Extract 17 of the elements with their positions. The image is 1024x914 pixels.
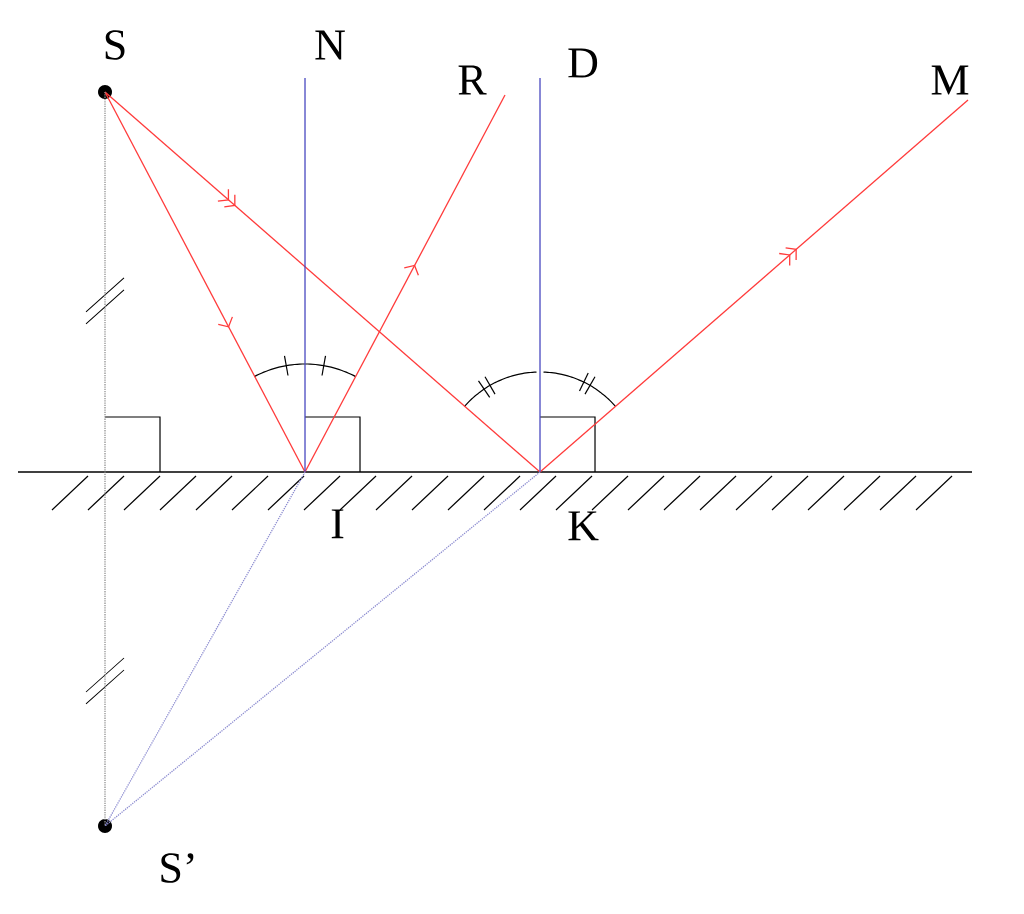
point-label: S — [98, 30, 125, 99]
point-label: D — [568, 48, 598, 78]
light-ray — [104, 471, 541, 827]
light-ray — [539, 99, 969, 473]
light-ray — [304, 77, 306, 473]
point-label: S’ — [98, 819, 194, 883]
light-ray — [104, 91, 306, 473]
light-ray — [304, 94, 506, 473]
light-ray — [104, 91, 541, 473]
point-label: R — [458, 65, 487, 95]
light-ray — [539, 77, 541, 473]
light-ray — [104, 91, 106, 827]
light-ray — [104, 471, 306, 827]
point-label: N — [315, 30, 345, 60]
point-label: I — [331, 509, 344, 539]
point-label: M — [931, 65, 969, 95]
point-label: K — [568, 511, 599, 541]
